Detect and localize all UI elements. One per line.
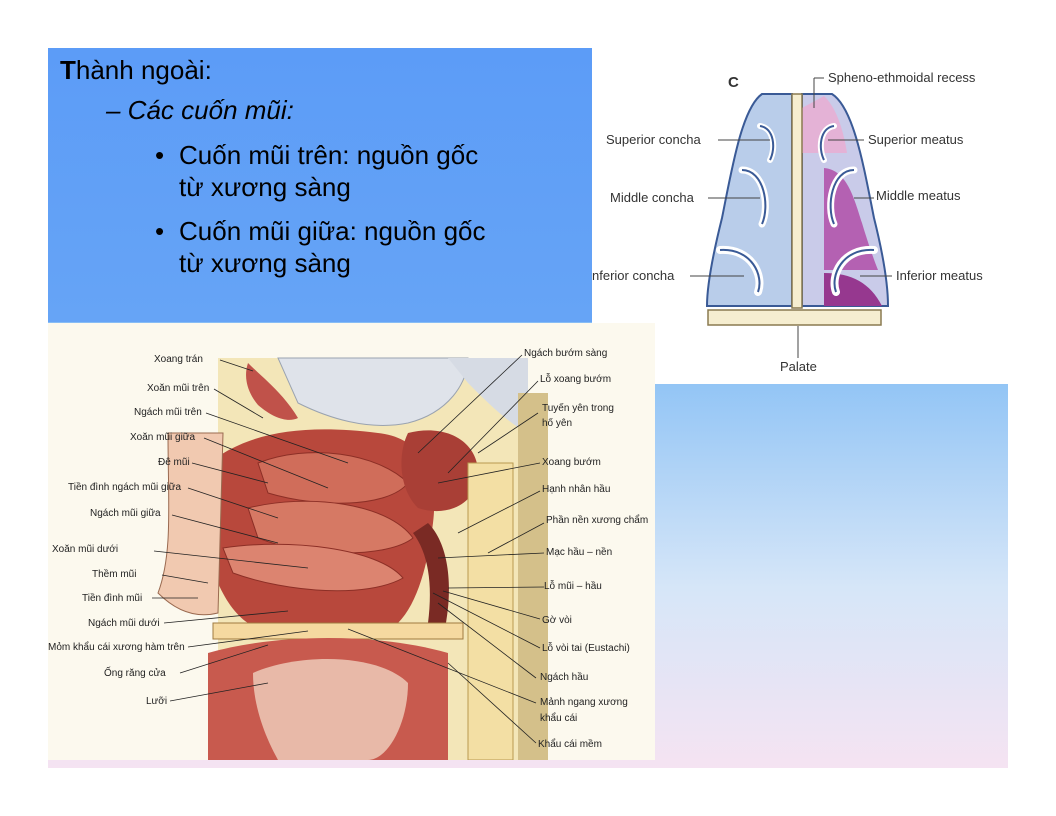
bullet-line: từ xương sàng <box>179 172 351 202</box>
photo-label-left: Ống răng cửa <box>104 668 166 679</box>
label-palate: Palate <box>780 359 817 374</box>
label-inferior-concha: nferior concha <box>592 268 675 283</box>
photo-label-right: hố yên <box>542 418 573 429</box>
photo-label-right: Hạnh nhân hầu <box>542 484 611 495</box>
photo-label-left: Tiền đình mũi <box>82 593 143 604</box>
photo-label-right: Lỗ xoang bướm <box>540 374 612 385</box>
photo-label-left: Xoăn mũi dưới <box>52 544 119 555</box>
bullet-line: từ xương sàng <box>179 248 351 278</box>
label-superior-concha: Superior concha <box>606 132 701 147</box>
photo-label-right: Xoang bướm <box>542 457 601 468</box>
label-spheno-ethmoidal-recess: Spheno-ethmoidal recess <box>828 70 976 85</box>
photo-label-right: Phần nền xương chẩm <box>546 515 649 526</box>
heading-rest: hành ngoài: <box>75 55 212 85</box>
bullet-dot: • <box>155 216 165 246</box>
label-inferior-meatus: Inferior meatus <box>896 268 983 283</box>
photo-label-left: Ngách mũi trên <box>134 407 202 418</box>
bullet-dot: • <box>155 140 165 170</box>
photo-label-left: Tiền đình ngách mũi giữa <box>68 482 182 493</box>
label-middle-meatus: Middle meatus <box>876 188 961 203</box>
slide-subheading: – Các cuốn mũi: <box>106 95 294 125</box>
photo-label-right: Ngách bướm sàng <box>524 348 608 359</box>
photo-label-right: Mảnh ngang xương <box>540 697 628 708</box>
photo-label-left: Ngách mũi dưới <box>88 618 160 629</box>
photo-label-left: Xoang trán <box>154 354 203 365</box>
sagittal-section-image: Xoang trán Xoăn mũi trên Ngách mũi trên … <box>48 323 655 761</box>
heading-initial: T <box>60 55 76 85</box>
photo-label-right: Mạc hầu – nền <box>546 547 613 558</box>
photo-label-left: Thềm mũi <box>92 569 137 580</box>
photo-label-left: Mỏm khẩu cái xương hàm trên <box>48 642 185 653</box>
photo-label-left: Ngách mũi giữa <box>90 508 161 519</box>
label-superior-meatus: Superior meatus <box>868 132 964 147</box>
nasal-cavity-diagram: C Spheno-ethmoidal recess Superior conch… <box>592 48 1008 384</box>
slide-heading: Thành ngoài: <box>60 55 212 86</box>
label-middle-concha: Middle concha <box>610 190 694 205</box>
text-panel <box>48 48 592 322</box>
bullet-line: Cuốn mũi trên: nguồn gốc <box>179 140 479 170</box>
nasal-diagram-drawing <box>690 77 892 358</box>
photo-label-right: Khẩu cái mềm <box>538 739 602 750</box>
photo-label-right: khẩu cái <box>540 713 578 724</box>
photo-label-right: Lỗ mũi – hầu <box>544 581 602 592</box>
photo-label-left: Xoăn mũi trên <box>147 383 210 394</box>
panel-letter: C <box>728 74 739 91</box>
photo-label-right: Tuyến yên trong <box>542 403 614 414</box>
photo-label-right: Lỗ vòi tai (Eustachi) <box>542 643 630 654</box>
photo-label-right: Gờ vòi <box>542 615 572 626</box>
photo-label-right: Ngách hầu <box>540 672 589 683</box>
photo-label-left: Đê mũi <box>158 457 190 468</box>
bullet-line: Cuốn mũi giữa: nguồn gốc <box>179 216 486 246</box>
photo-label-left: Lưỡi <box>146 696 168 707</box>
sagittal-section-drawing <box>152 354 548 761</box>
photo-label-left: Xoăn mũi giữa <box>130 432 196 443</box>
